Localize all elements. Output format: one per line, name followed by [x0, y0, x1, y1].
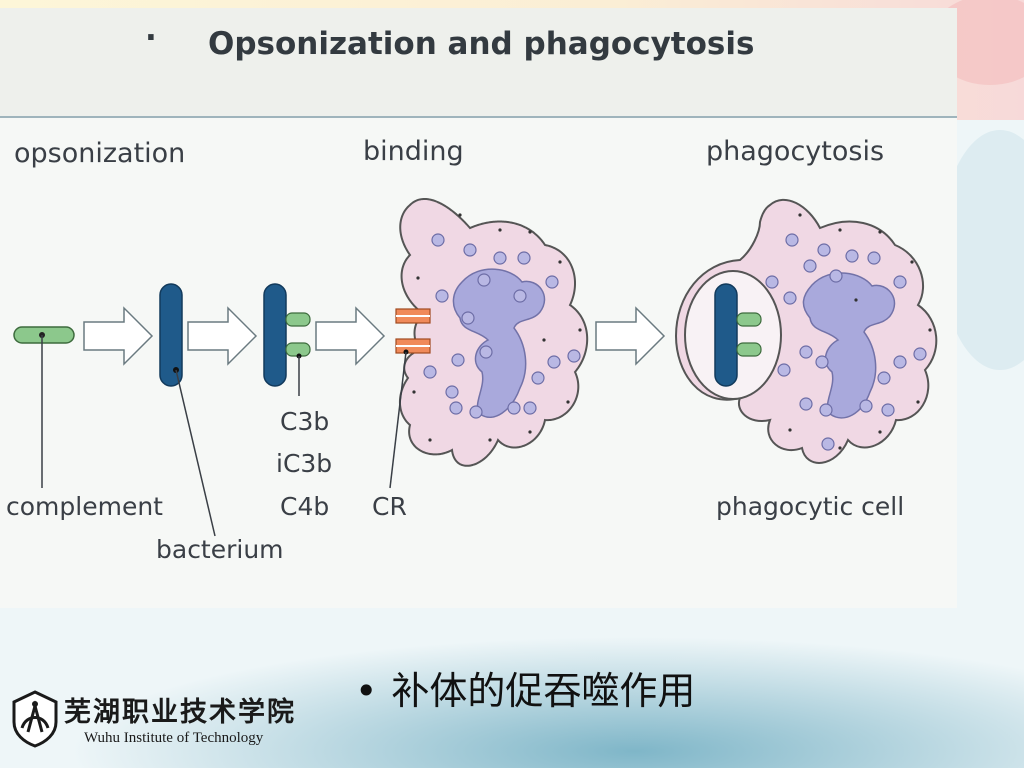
label-c4b: C4b	[280, 492, 329, 521]
institute-logo: 芜湖职业技术学院 Wuhu Institute of Technology	[8, 686, 308, 756]
cr-leader-line	[389, 351, 407, 489]
label-ic3b: iC3b	[276, 449, 332, 478]
page-title: Opsonization and phagocytosis	[208, 26, 754, 62]
label-cr: CR	[372, 492, 407, 521]
phagocytic-cell	[674, 199, 938, 464]
label-complement: complement	[6, 492, 163, 521]
stage-label-binding: binding	[363, 136, 464, 167]
bacterium-1	[159, 283, 183, 387]
ingested-bacterium	[714, 283, 738, 387]
binding-phagocyte	[399, 198, 589, 467]
arrow-1	[83, 306, 154, 366]
bacterium-leader-line	[175, 369, 216, 537]
bullet-text: 补体的促吞噬作用	[391, 669, 696, 713]
arrow-2	[187, 306, 258, 366]
opsonized-bacterium	[263, 283, 287, 387]
label-c3b: C3b	[280, 407, 329, 436]
label-phagocytic-cell: phagocytic cell	[716, 492, 904, 521]
arrow-4	[595, 306, 666, 366]
institute-name-en: Wuhu Institute of Technology	[84, 730, 264, 746]
institute-name-cn: 芜湖职业技术学院	[64, 697, 296, 728]
institute-emblem-icon	[12, 690, 58, 748]
stage-label-phagocytosis: phagocytosis	[706, 136, 884, 167]
label-bacterium: bacterium	[156, 535, 284, 564]
title-band	[0, 8, 957, 116]
arrow-3	[315, 306, 386, 366]
bound-complement-top	[285, 312, 311, 327]
title-bullet-mark: ·	[145, 20, 157, 56]
bullet-dot: •	[355, 669, 378, 713]
bullet-caption: • 补体的促吞噬作用	[355, 660, 695, 715]
stage-label-opsonization: opsonization	[14, 138, 185, 169]
